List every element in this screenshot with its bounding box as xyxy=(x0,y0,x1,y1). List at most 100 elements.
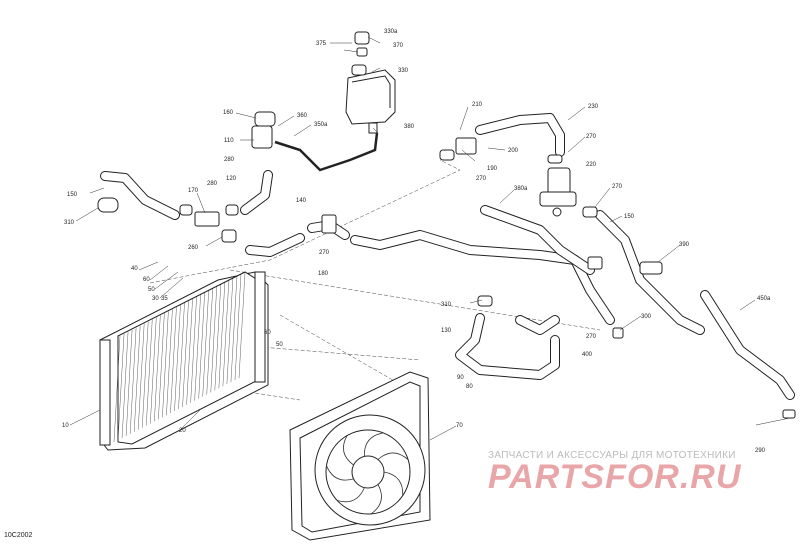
radiator-fin xyxy=(190,296,197,403)
radiator-fin xyxy=(218,282,226,389)
callout-210: 210 xyxy=(472,102,483,108)
fan-blade xyxy=(383,471,404,496)
expansion-tank xyxy=(345,31,396,134)
callout-360: 360 xyxy=(297,113,308,119)
watermark-logo: PARTSFOR.RU xyxy=(488,458,742,496)
radiator-fin xyxy=(186,298,193,405)
callout-450a: 450a xyxy=(757,296,771,302)
callout-20: 20 xyxy=(179,428,186,434)
callout-140: 140 xyxy=(296,198,307,204)
callout-180: 180 xyxy=(318,271,329,277)
callout-350a: 350a xyxy=(314,122,328,128)
callout-370: 370 xyxy=(393,43,404,49)
radiator-fin xyxy=(142,321,149,428)
radiator-fin xyxy=(238,271,246,379)
callout-170: 170 xyxy=(188,188,199,194)
callout-400: 400 xyxy=(582,352,593,358)
document-code: 10C2002 xyxy=(4,532,33,539)
callout-300: 300 xyxy=(641,314,652,320)
callout-120: 120 xyxy=(226,176,237,182)
watermark-subtitle: ЗАПЧАСТИ И АКСЕССУАРЫ ДЛЯ МОТОТЕХНИКИ xyxy=(488,450,736,461)
callout-70: 70 xyxy=(456,423,463,429)
fan-blade xyxy=(370,484,382,515)
radiator-fin xyxy=(222,280,230,387)
radiator-fin xyxy=(234,274,242,381)
fan-shroud xyxy=(289,371,431,541)
radiator-fin xyxy=(210,286,217,393)
callout-160: 160 xyxy=(223,110,234,116)
fan-blade xyxy=(343,435,354,466)
callout-290: 290 xyxy=(755,448,766,454)
callout-190: 190 xyxy=(487,166,498,172)
callout-310-right: 310 xyxy=(441,302,452,308)
radiator-fin xyxy=(206,288,213,395)
callout-270-b: 270 xyxy=(476,176,487,182)
radiator-fin xyxy=(133,325,141,432)
callout-200: 200 xyxy=(508,148,519,154)
radiator-fin xyxy=(158,313,165,420)
hoses xyxy=(100,113,795,400)
radiator-fin xyxy=(198,292,205,399)
callout-60-left: 60 xyxy=(143,277,150,283)
callout-60-right: 60 xyxy=(264,330,271,336)
radiator-fin xyxy=(162,311,169,418)
callout-30: 30 xyxy=(152,296,159,302)
callout-280-mid: 280 xyxy=(207,181,218,187)
radiator-fin xyxy=(150,317,157,424)
radiator-fin xyxy=(230,276,238,383)
callout-310-left: 310 xyxy=(64,220,75,226)
radiator-fin xyxy=(202,290,209,397)
radiator-fin xyxy=(125,329,133,436)
callout-270-mid: 270 xyxy=(319,250,330,256)
radiator-fin xyxy=(170,307,177,414)
callout-270-a: 270 xyxy=(586,134,597,140)
fan-blade xyxy=(326,465,354,481)
callout-375: 375 xyxy=(316,41,327,47)
callout-labels: 330a 375 370 330 160 360 350a 380 110 28… xyxy=(62,29,771,454)
callout-80: 80 xyxy=(466,384,473,390)
callout-380: 380 xyxy=(404,124,415,130)
fan-blade xyxy=(337,487,365,503)
callout-390: 390 xyxy=(679,242,690,248)
fan-blade xyxy=(377,452,409,460)
callout-330: 330 xyxy=(398,68,409,74)
radiator-fin xyxy=(174,305,181,412)
callout-50-right: 50 xyxy=(276,342,283,348)
callout-280-upper: 280 xyxy=(224,157,235,163)
callout-40: 40 xyxy=(131,266,138,272)
radiator-fin xyxy=(194,294,201,401)
radiator-fin xyxy=(121,331,129,438)
radiator-fin xyxy=(129,327,137,434)
callout-50-left: 50 xyxy=(148,287,155,293)
radiator-fin xyxy=(178,302,185,409)
callout-150-right: 150 xyxy=(624,214,635,220)
callout-260: 260 xyxy=(188,245,199,251)
callout-380a: 380a xyxy=(514,186,528,192)
radiator-fin xyxy=(154,315,161,422)
callout-130: 130 xyxy=(441,328,452,334)
radiator-fin xyxy=(117,333,125,440)
radiator-fin xyxy=(182,300,189,407)
fan-blade xyxy=(363,432,384,457)
radiator-fin xyxy=(113,335,121,443)
radiator-fin xyxy=(214,284,222,391)
callout-110: 110 xyxy=(224,138,234,144)
callout-10: 10 xyxy=(62,423,69,429)
radiator xyxy=(99,271,269,451)
thermostat-housing xyxy=(539,167,577,217)
callout-220: 220 xyxy=(586,162,597,168)
callout-270-c: 270 xyxy=(612,184,623,190)
callout-150-left: 150 xyxy=(67,192,78,198)
radiator-fin xyxy=(146,319,153,426)
radiator-fin xyxy=(166,309,173,416)
clamps-and-fittings xyxy=(97,111,796,419)
radiator-fin xyxy=(137,323,145,430)
callout-270-d: 270 xyxy=(586,334,597,340)
leader-lines xyxy=(69,36,791,441)
callout-90: 90 xyxy=(457,375,464,381)
callout-330a: 330a xyxy=(384,29,398,35)
callout-230: 230 xyxy=(588,104,599,110)
callout-35: 35 xyxy=(161,296,168,302)
radiator-fin xyxy=(226,278,234,385)
